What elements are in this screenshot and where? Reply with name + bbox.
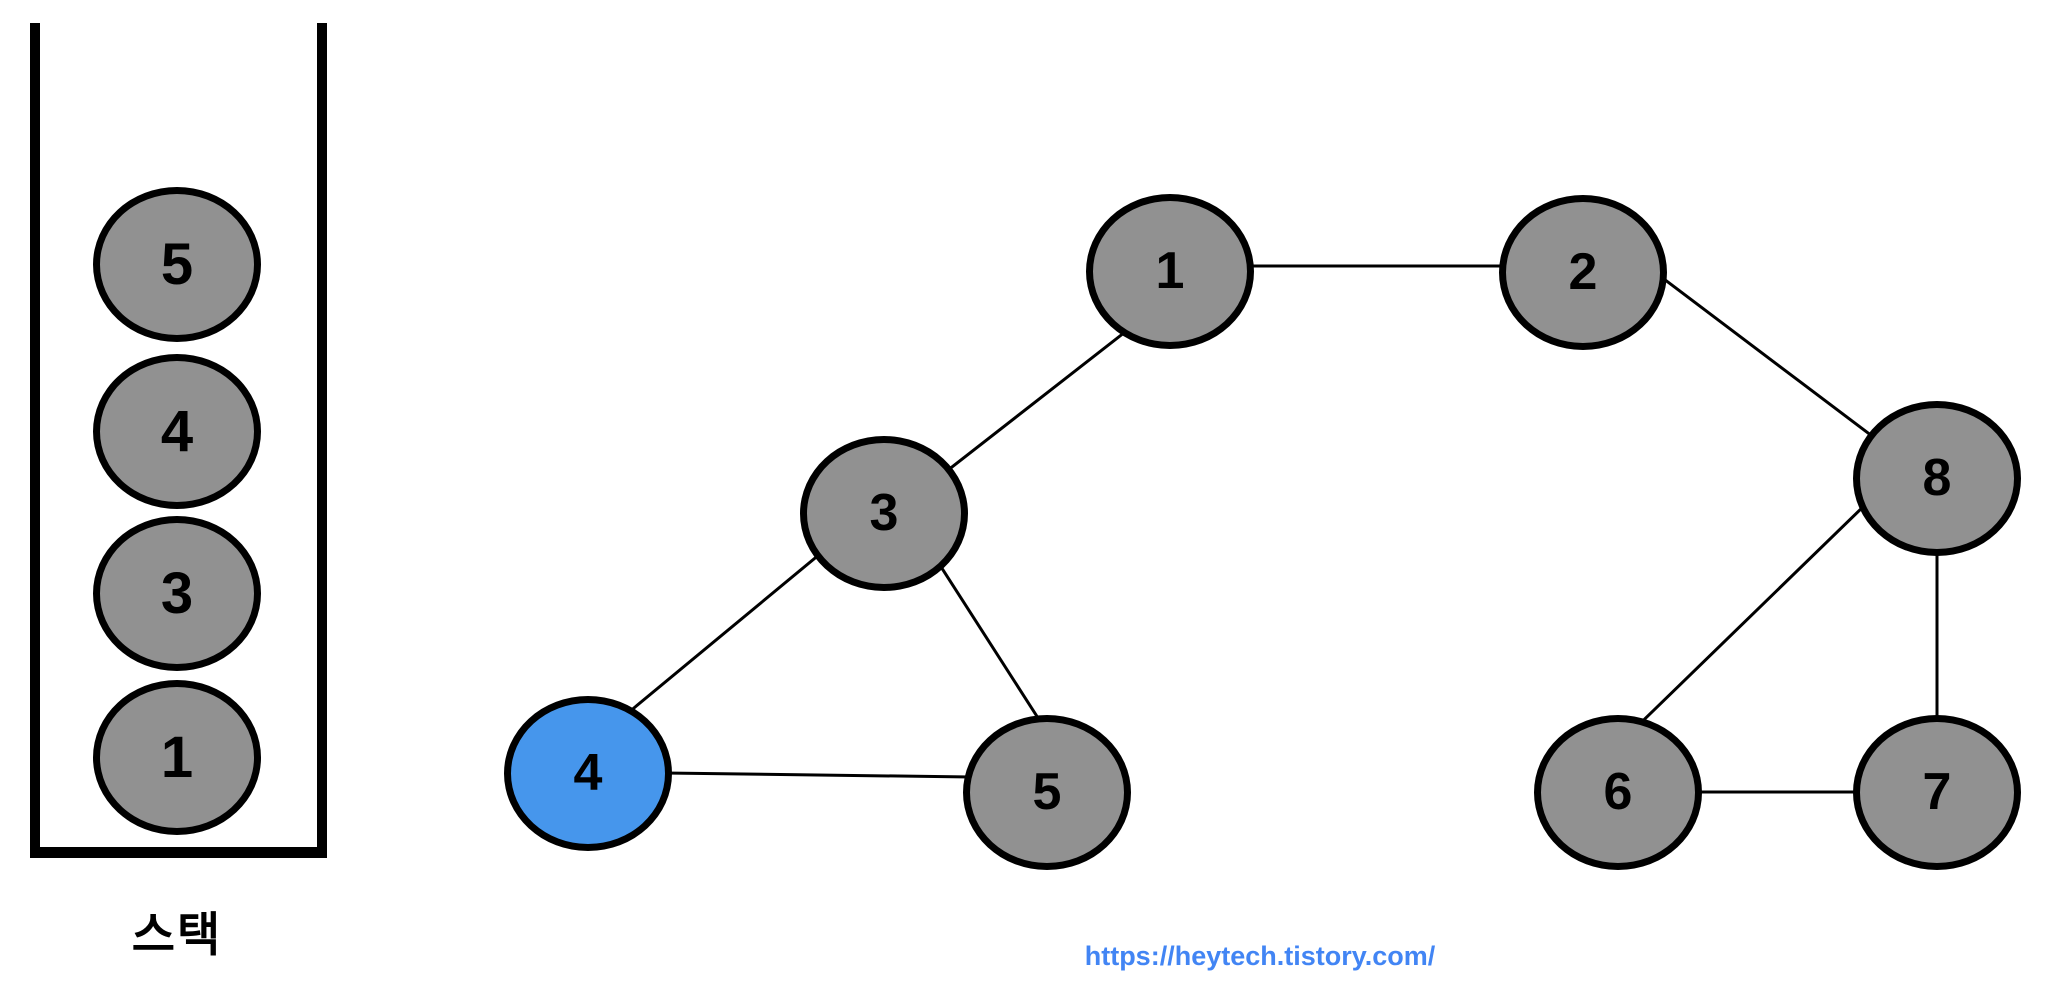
graph-node-1: 1 <box>1086 193 1254 349</box>
graph-node-5: 5 <box>963 714 1131 870</box>
source-url-text[interactable]: https://heytech.tistory.com/ <box>1084 941 1436 971</box>
graph-node-2: 2 <box>1499 194 1667 350</box>
graph-node-3: 3 <box>800 435 968 591</box>
graph-node-8: 8 <box>1853 400 2021 556</box>
graph-node-7: 7 <box>1853 714 2021 870</box>
graph-node-6: 6 <box>1534 714 1702 870</box>
stack-item-5: 5 <box>93 186 261 342</box>
stack-container <box>30 23 327 858</box>
stack-item-3: 3 <box>93 515 261 671</box>
graph-node-4-active: 4 <box>504 695 672 851</box>
stack-item-4: 4 <box>93 353 261 509</box>
stack-label: 스택 <box>131 908 223 961</box>
stack-item-1: 1 <box>93 679 261 835</box>
